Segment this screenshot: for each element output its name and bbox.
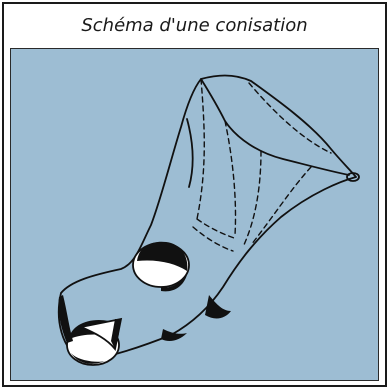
figure-title: Schéma d'une conisation — [4, 4, 385, 46]
figure-frame: Schéma d'une conisation — [2, 2, 387, 387]
conisation-illustration — [11, 49, 378, 380]
illustration-panel — [10, 48, 379, 381]
